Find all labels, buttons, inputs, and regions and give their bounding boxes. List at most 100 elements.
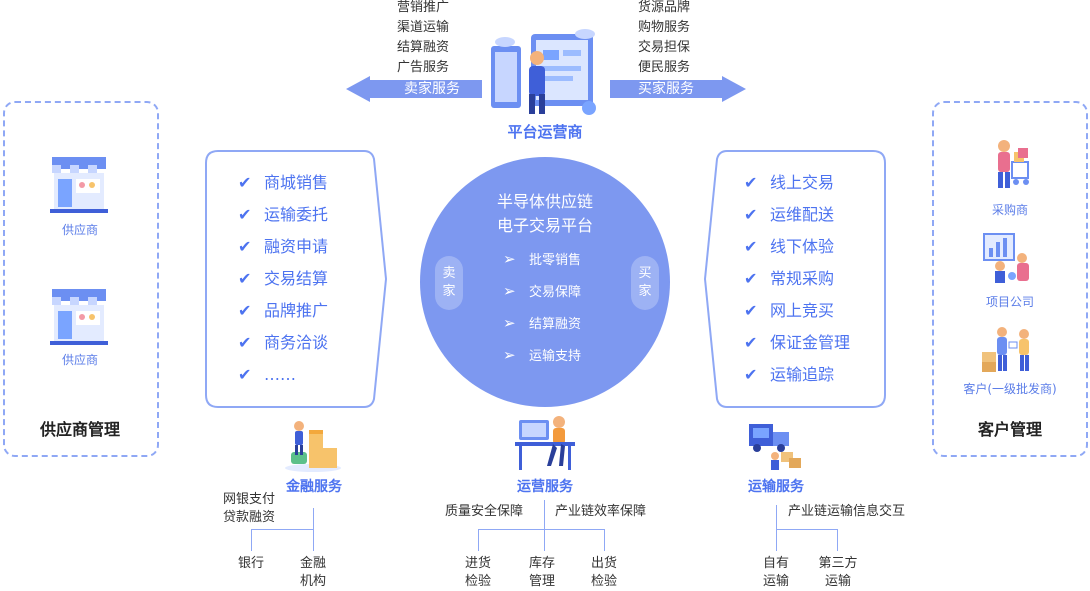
check-icon: ✔ — [238, 301, 252, 320]
right-checklist-panel — [703, 150, 886, 408]
left-checklist-item: ✔…… — [238, 363, 296, 387]
left-checklist-item: ✔运输委托 — [238, 203, 328, 227]
check-icon: ✔ — [238, 237, 252, 256]
transport-leaf-line2: 运输 — [824, 574, 851, 589]
finance-tree-leg — [251, 529, 252, 551]
platform-operator-icon — [491, 29, 596, 115]
check-icon: ✔ — [238, 365, 252, 384]
seller-service-item: 渠道运输 — [397, 20, 450, 35]
check-icon: ✔ — [238, 205, 252, 224]
project-company-icon — [983, 233, 1029, 283]
operation-leaf-line1: 出货 — [590, 556, 617, 571]
operation-tree-leg — [604, 529, 605, 551]
seller-service-item: 广告服务 — [397, 60, 450, 75]
finance-icon — [285, 421, 341, 472]
center-item: ➢运输支持 — [503, 346, 582, 364]
finance-note: 网银支付 — [223, 492, 276, 507]
paper-plane-icon: ➢ — [503, 282, 516, 300]
financial-institution-leaf-line2: 机构 — [299, 574, 326, 589]
operation-branch-left: 质量安全保障 — [445, 504, 524, 519]
left-checklist-panel — [205, 150, 388, 408]
operation-tree-leg — [478, 529, 479, 551]
center-item: ➢结算融资 — [503, 314, 582, 332]
check-icon: ✔ — [238, 173, 252, 192]
transport-leaf-line2: 运输 — [762, 574, 789, 589]
transport-tree-bar — [776, 529, 838, 530]
center-item: ➢交易保障 — [503, 282, 582, 300]
left-checklist-item: ✔商务洽谈 — [238, 331, 328, 355]
platform-operator-title: 平台运营商 — [507, 123, 583, 141]
check-icon: ✔ — [744, 269, 758, 288]
buyer-services-list: 货源品牌 购物服务 交易担保 便民服务 — [638, 0, 690, 78]
buyer-service-item: 购物服务 — [638, 20, 691, 35]
check-icon: ✔ — [744, 365, 758, 384]
right-checklist-item: ✔网上竞买 — [744, 299, 834, 323]
seller-service-item: 结算融资 — [397, 40, 450, 55]
right-checklist-item: ✔线下体验 — [744, 235, 834, 259]
right-checklist-item: ✔线上交易 — [744, 171, 834, 195]
financial-institution-leaf-line1: 金融 — [299, 556, 326, 571]
platform-circle — [420, 157, 670, 407]
left-checklist-item: ✔品牌推广 — [238, 299, 328, 323]
right-checklist-item: ✔运输追踪 — [744, 363, 834, 387]
check-icon: ✔ — [238, 333, 252, 352]
transport-leaf-line1: 第三方 — [818, 556, 858, 571]
transport-leaf-line1: 自有 — [762, 556, 789, 571]
finance-service-title: 金融服务 — [286, 479, 342, 495]
operation-branch-right: 产业链效率保障 — [555, 504, 647, 519]
operation-service-icon — [515, 416, 575, 470]
seller-services-label: 卖家服务 — [404, 81, 460, 97]
check-icon: ✔ — [238, 269, 252, 288]
supplier-management-box — [3, 101, 159, 457]
buyer-pill: 买家 — [631, 256, 659, 310]
operation-tree-stem — [544, 500, 545, 530]
finance-note: 贷款融资 — [223, 510, 276, 525]
buyer-service-item: 交易担保 — [638, 40, 691, 55]
right-checklist-item: ✔运维配送 — [744, 203, 834, 227]
buyer-services-arrow: 买家服务 — [610, 76, 746, 102]
transport-tree-leg — [837, 529, 838, 551]
supplier-label: 供应商 — [61, 223, 98, 237]
operation-leaf-line2: 检验 — [590, 574, 617, 589]
right-checklist-item: ✔保证金管理 — [744, 331, 850, 355]
transport-tree-leg — [776, 529, 777, 551]
check-icon: ✔ — [744, 301, 758, 320]
operation-tree-bar — [478, 529, 605, 530]
right-checklist-item: ✔常规采购 — [744, 267, 834, 291]
finance-tree-leg — [313, 529, 314, 551]
bank-leaf: 银行 — [237, 556, 264, 571]
left-checklist-item: ✔商城销售 — [238, 171, 328, 195]
check-icon: ✔ — [744, 205, 758, 224]
check-icon: ✔ — [744, 333, 758, 352]
supplier-management-title: 供应商管理 — [39, 420, 120, 439]
transport-service-title: 运输服务 — [748, 479, 804, 495]
purchaser-icon — [998, 140, 1029, 188]
seller-service-item: 营销推广 — [397, 0, 450, 15]
customer-icon — [982, 327, 1029, 372]
purchaser-label: 采购商 — [991, 203, 1028, 217]
paper-plane-icon: ➢ — [503, 346, 516, 364]
finance-tree-stem — [313, 508, 314, 530]
transport-tree-stem — [776, 505, 777, 530]
platform-title-line2: 电子交易平台 — [496, 216, 593, 235]
center-item: ➢批零销售 — [503, 250, 582, 268]
seller-services-arrow: 卖家服务 — [346, 76, 482, 102]
paper-plane-icon: ➢ — [503, 314, 516, 332]
left-arrow-icon — [346, 76, 482, 102]
check-icon: ✔ — [744, 237, 758, 256]
transport-note: 产业链运输信息交互 — [788, 504, 906, 519]
operation-leaf-line1: 进货 — [464, 556, 491, 571]
operation-leaf-line2: 管理 — [528, 574, 555, 589]
customer-management-box — [932, 101, 1088, 457]
project-company-label: 项目公司 — [985, 295, 1034, 309]
seller-pill: 卖家 — [435, 256, 463, 310]
seller-services-list: 营销推广 渠道运输 结算融资 广告服务 — [397, 0, 449, 78]
check-icon: ✔ — [744, 173, 758, 192]
paper-plane-icon: ➢ — [503, 250, 516, 268]
buyer-service-item: 货源品牌 — [638, 0, 691, 15]
finance-tree-bar — [251, 529, 314, 530]
operation-leaf-line2: 检验 — [464, 574, 491, 589]
buyer-services-label: 买家服务 — [638, 81, 694, 97]
left-checklist-item: ✔交易结算 — [238, 267, 328, 291]
platform-title-line1: 半导体供应链 — [496, 192, 593, 211]
